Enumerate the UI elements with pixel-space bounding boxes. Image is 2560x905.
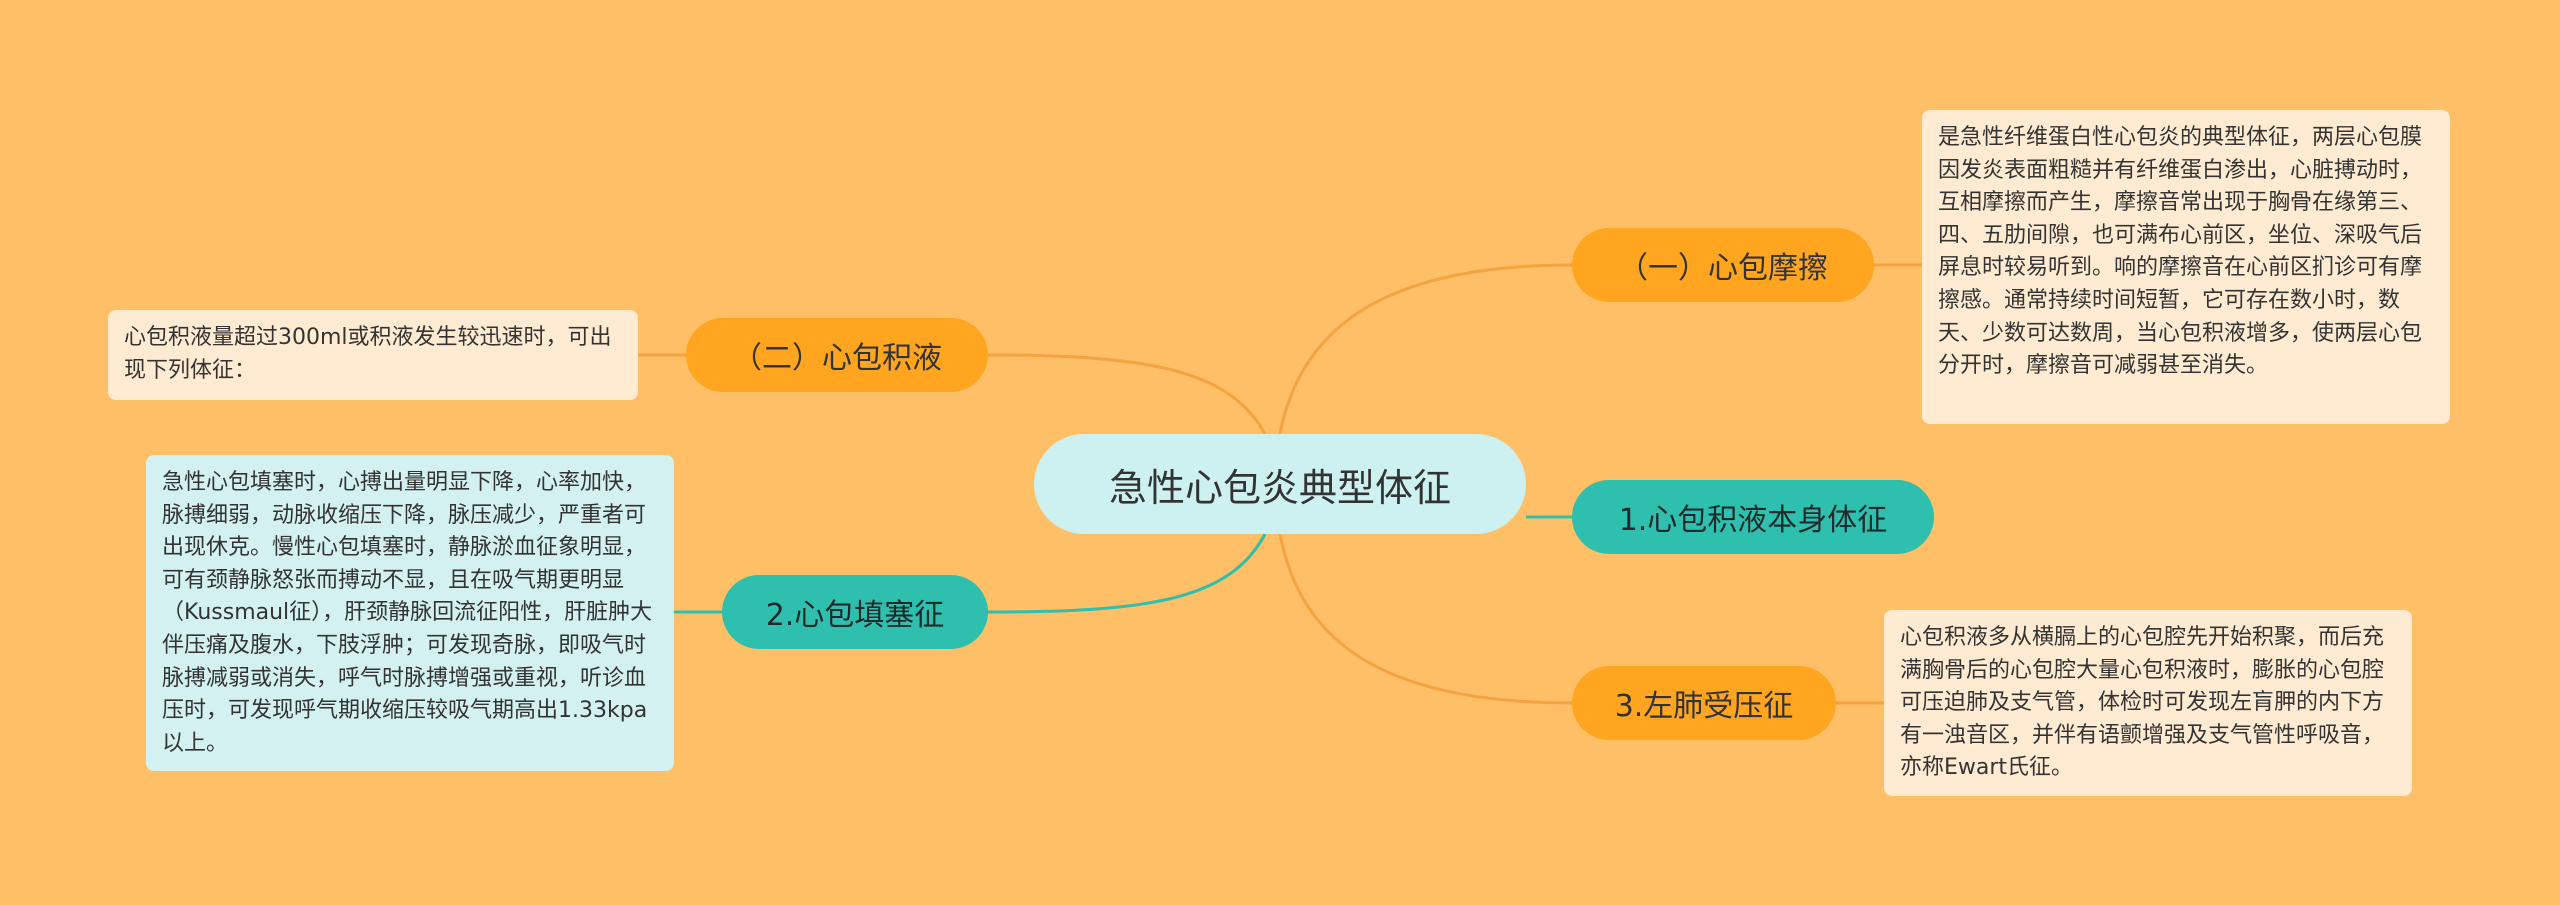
- note-tamponade: 急性心包填塞时，心搏出量明显下降，心率加快，脉搏细弱，动脉收缩压下降，脉压减少，…: [146, 455, 674, 771]
- link-root-lung: [1278, 533, 1573, 705]
- topic-tamponade[interactable]: 2.心包填塞征: [722, 575, 988, 649]
- root-node[interactable]: 急性心包炎典型体征: [1034, 434, 1526, 534]
- topic-lung[interactable]: 3.左肺受压征: [1572, 666, 1836, 740]
- topic-effusion-sign[interactable]: 1.心包积液本身体征: [1572, 480, 1934, 554]
- link-root-friction: [1278, 263, 1573, 435]
- topic-friction[interactable]: （一）心包摩擦: [1572, 228, 1874, 302]
- link-root-effusion: [987, 353, 1267, 435]
- topic-effusion[interactable]: （二）心包积液: [686, 318, 988, 392]
- note-lung: 心包积液多从横膈上的心包腔先开始积聚，而后充满胸骨后的心包腔大量心包积液时，膨胀…: [1884, 610, 2412, 796]
- note-effusion: 心包积液量超过300ml或积液发生较迅速时，可出现下列体征：: [108, 310, 638, 400]
- link-root-tamponade: [987, 533, 1267, 614]
- note-friction: 是急性纤维蛋白性心包炎的典型体征，两层心包膜因发炎表面粗糙并有纤维蛋白渗出，心脏…: [1922, 110, 2450, 424]
